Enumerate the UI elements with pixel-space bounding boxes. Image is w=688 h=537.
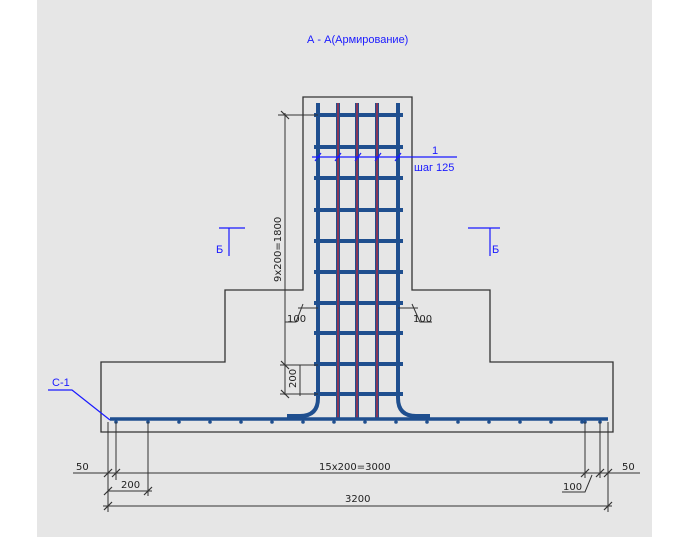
dim-edge-right: 50 (622, 462, 635, 473)
step-label: шаг 125 (414, 162, 454, 174)
section-mark-right: Б (492, 244, 499, 256)
dim-total-width: 3200 (345, 494, 370, 505)
dim-last-bar: 100 (563, 482, 582, 493)
mesh-bar-section (394, 420, 398, 424)
mesh-bar-section (456, 420, 460, 424)
annotation-leaders (48, 152, 500, 421)
mesh-bar-section (301, 420, 305, 424)
section-title: А - А(Армирование) (307, 34, 408, 46)
foundation-outline (100, 96, 614, 433)
mesh-bar-section (549, 420, 553, 424)
dim-first-bar: 200 (121, 480, 140, 491)
dim-cover-right: 100 (413, 314, 432, 325)
mesh-bar-section (580, 420, 584, 424)
dim-vertical-ties: 9x200=1800 (273, 217, 284, 282)
dim-tie-spacing: 200 (288, 369, 299, 388)
mesh-bar-section (239, 420, 243, 424)
mesh-bar-section (425, 420, 429, 424)
dim-edge-left: 50 (76, 462, 89, 473)
dimension-lines (73, 110, 640, 512)
mesh-bar-section (518, 420, 522, 424)
mesh-bar-section (177, 420, 181, 424)
corner-bar-left (287, 103, 320, 418)
mesh-bar-section (208, 420, 212, 424)
mesh-bar-section (363, 420, 367, 424)
position-label: 1 (432, 145, 438, 157)
dim-cover-left: 100 (287, 314, 306, 325)
mesh-bar-section (332, 420, 336, 424)
dim-bottom-bars: 15x200=3000 (319, 462, 391, 473)
bottom-rebar-mesh (110, 417, 608, 424)
mesh-bar-section (270, 420, 274, 424)
corner-bar-right (396, 103, 430, 418)
section-mark-left: Б (216, 244, 223, 256)
mesh-bar-section (487, 420, 491, 424)
drawing-sheet (37, 0, 652, 537)
mesh-label: С-1 (52, 377, 70, 389)
column-rebar-cage (287, 103, 430, 418)
